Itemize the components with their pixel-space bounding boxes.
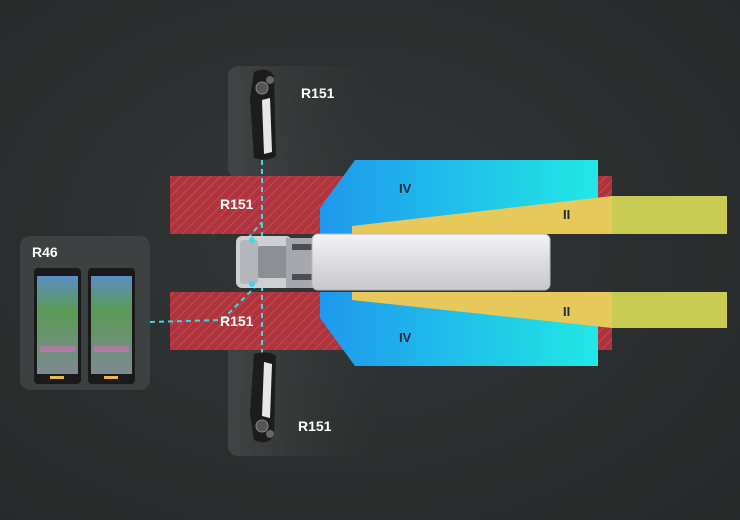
class-ii-zone-upper [352,196,612,234]
class-ii-upper-label: II [563,207,570,222]
r151-top-camera-label: R151 [301,85,335,101]
class-iv-upper-label: IV [399,181,412,196]
r151-zone-upper-label: R151 [220,196,254,212]
r46-panel-label: R46 [32,244,58,260]
r151-bottom-camera-label: R151 [298,418,332,434]
class-iv-lower-label: IV [399,330,412,345]
class-ii-lower-label: II [563,304,570,319]
display-monitor-icon [34,268,135,384]
truck-top-view-icon [236,233,551,291]
side-camera-icon [250,352,276,443]
side-camera-icon [250,69,276,160]
class-ii-outer-lower [612,292,727,328]
r151-zone-lower-label: R151 [220,313,254,329]
class-ii-outer-upper [612,196,727,234]
class-ii-zone-lower [352,292,612,328]
